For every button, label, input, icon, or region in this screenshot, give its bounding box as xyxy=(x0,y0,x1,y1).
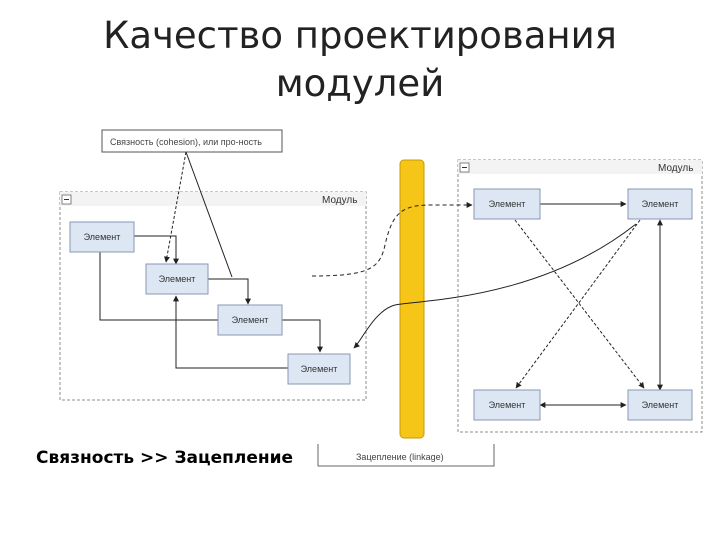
left-element-2[interactable]: Элемент xyxy=(145,263,209,295)
slide-title-line1: Качество проектирования xyxy=(103,14,617,57)
right-module-links xyxy=(514,201,663,408)
cohesion-note-label: Связность (cohesion), или про-ность xyxy=(110,137,262,147)
right-element-2[interactable]: Элемент xyxy=(627,188,693,220)
caption-cohesion-vs-coupling: Связность >> Зацепление xyxy=(36,448,294,468)
coupling-links xyxy=(311,202,637,349)
right-element-3[interactable]: Элемент xyxy=(473,389,541,421)
left-module-links xyxy=(99,151,323,369)
right-element-1-label: Элемент xyxy=(489,199,526,209)
module-separator xyxy=(399,159,425,439)
right-module-label: Модуль xyxy=(658,163,693,174)
cohesion-note: Связность (cohesion), или про-ность xyxy=(101,129,283,153)
right-element-4-label: Элемент xyxy=(642,400,679,410)
right-element-3-label: Элемент xyxy=(489,400,526,410)
left-element-1-label: Элемент xyxy=(84,232,121,242)
left-element-1[interactable]: Элемент xyxy=(69,221,135,253)
left-element-3[interactable]: Элемент xyxy=(217,304,283,336)
left-element-3-label: Элемент xyxy=(232,315,269,325)
slide-title: Качество проектирования модулей xyxy=(60,12,660,108)
coupling-note-label: Зацепление (linkage) xyxy=(356,452,444,462)
left-element-4-label: Элемент xyxy=(301,364,338,374)
right-element-2-label: Элемент xyxy=(642,199,679,209)
right-element-1[interactable]: Элемент xyxy=(473,188,541,220)
left-element-4[interactable]: Элемент xyxy=(287,353,351,385)
right-element-4[interactable]: Элемент xyxy=(627,389,693,421)
coupling-note: Зацепление (linkage) xyxy=(317,444,495,467)
slide-title-line2: модулей xyxy=(275,62,445,105)
left-module-label: Модуль xyxy=(322,195,357,206)
left-element-2-label: Элемент xyxy=(159,274,196,284)
